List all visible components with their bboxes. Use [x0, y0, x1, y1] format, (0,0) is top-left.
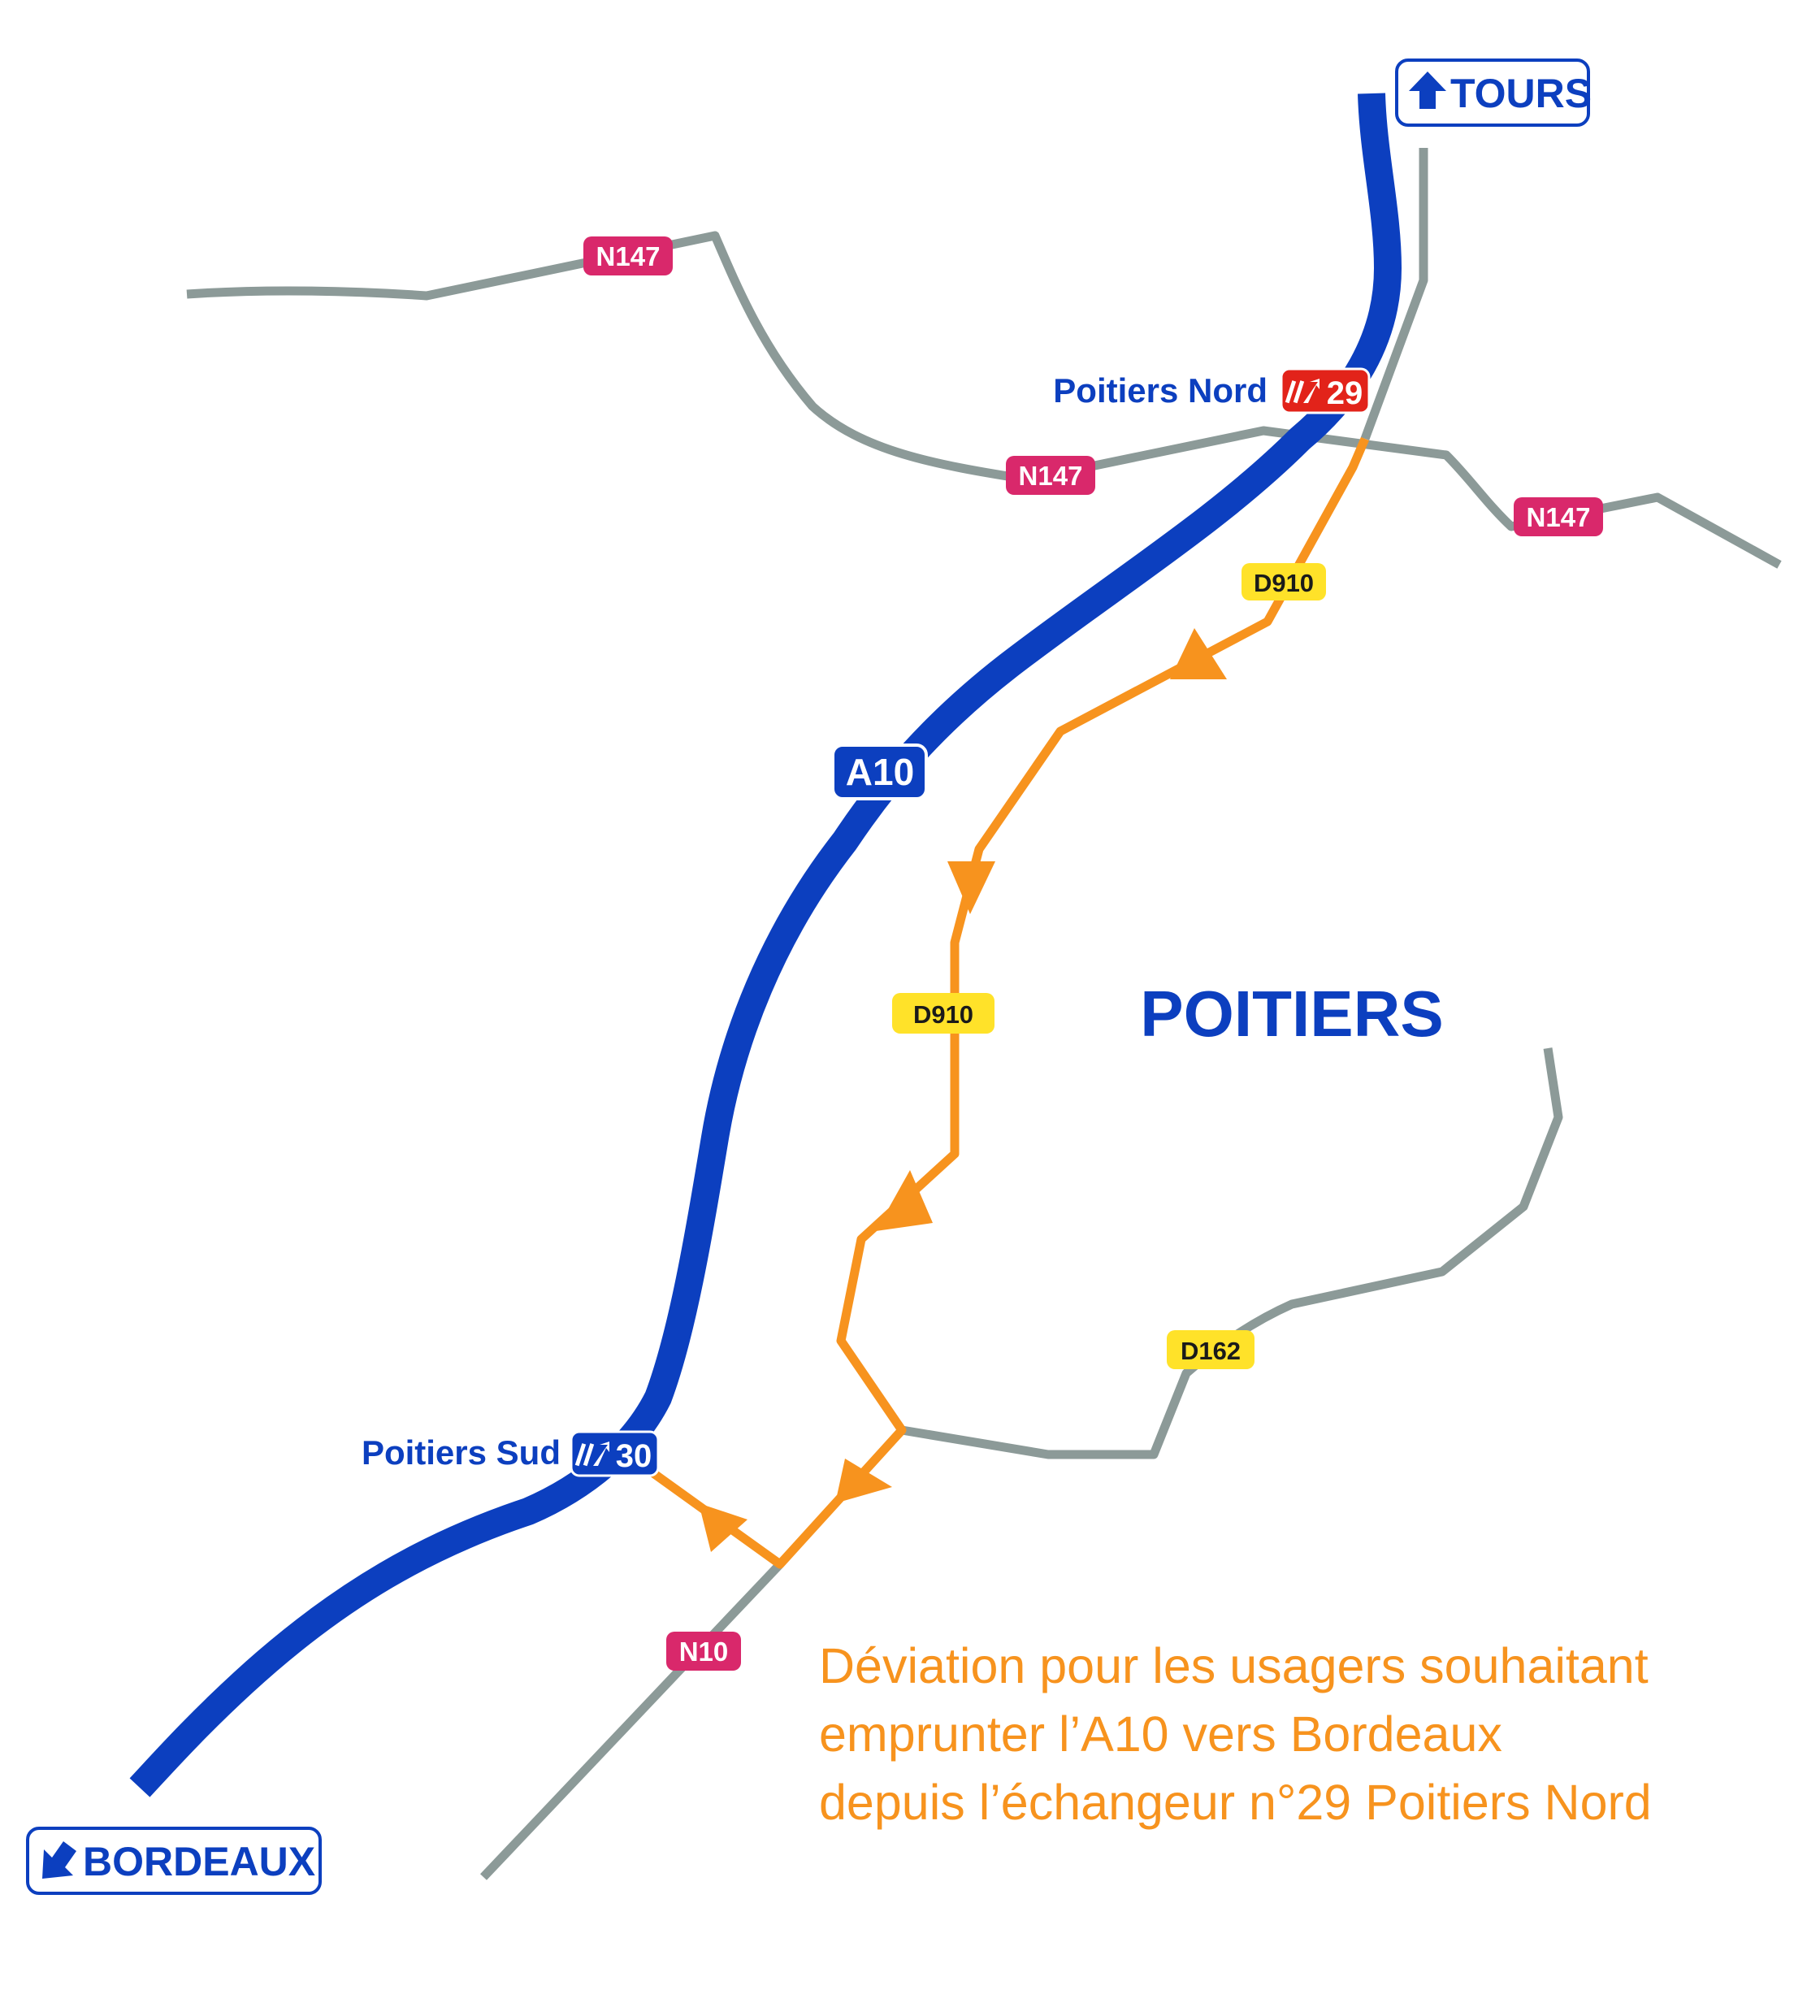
svg-text:D162: D162: [1181, 1337, 1241, 1365]
badge-a10: A10: [831, 744, 928, 800]
caption-line-3: depuis l’échangeur n°29 Poitiers Nord: [819, 1775, 1652, 1830]
detour-arrow-3: [876, 1170, 933, 1231]
exit-icon: [574, 1442, 609, 1467]
road-n10: [480, 1561, 783, 1880]
badge-d910-north: D910: [1242, 563, 1326, 600]
svg-text:D910: D910: [913, 1000, 973, 1029]
detour-arrow-2: [947, 861, 995, 914]
destination-tours: TOURS: [1395, 59, 1592, 127]
svg-text:A10: A10: [846, 751, 914, 793]
svg-text:TOURS: TOURS: [1450, 71, 1592, 116]
badge-d162: D162: [1167, 1330, 1254, 1369]
destination-bordeaux: BORDEAUX: [26, 1827, 322, 1895]
detour-caption: Déviation pour les usagers souhaitant em…: [819, 1638, 1652, 1830]
svg-text:N147: N147: [1019, 461, 1083, 491]
arrow-up-icon: [1409, 72, 1446, 109]
road-a10: [129, 93, 1402, 1797]
svg-text:29: 29: [1327, 375, 1363, 411]
svg-text:D910: D910: [1254, 569, 1314, 597]
exit-south-name: Poitiers Sud: [362, 1433, 561, 1472]
badge-n147-west: N147: [583, 236, 673, 275]
badge-n10: N10: [666, 1632, 741, 1671]
svg-text:N147: N147: [1527, 502, 1591, 532]
svg-text:30: 30: [616, 1438, 652, 1474]
city-label: POITIERS: [1140, 978, 1443, 1050]
svg-text:N147: N147: [596, 241, 661, 271]
caption-line-1: Déviation pour les usagers souhaitant: [819, 1638, 1649, 1693]
svg-text:BORDEAUX: BORDEAUX: [83, 1839, 315, 1884]
detour-arrow-1: [1170, 628, 1227, 679]
caption-line-2: emprunter l’A10 vers Bordeaux: [819, 1706, 1502, 1762]
road-d162: [901, 1047, 1563, 1459]
exit-icon: [1285, 379, 1320, 404]
badge-n147-center: N147: [1006, 456, 1095, 495]
exit-north-badge: 29: [1280, 367, 1371, 414]
road-d910-north-gray: [1360, 148, 1428, 440]
badge-d910-center: D910: [892, 993, 994, 1034]
detour-arrow-5: [699, 1503, 748, 1552]
detour-arrow-4: [835, 1459, 892, 1503]
exit-south-badge: 30: [570, 1430, 660, 1477]
exit-north-name: Poitiers Nord: [1053, 371, 1268, 410]
svg-text:N10: N10: [679, 1637, 729, 1667]
badge-n147-east: N147: [1514, 497, 1603, 536]
road-n147-west: [186, 231, 1782, 569]
arrow-down-left-icon: [42, 1841, 76, 1879]
